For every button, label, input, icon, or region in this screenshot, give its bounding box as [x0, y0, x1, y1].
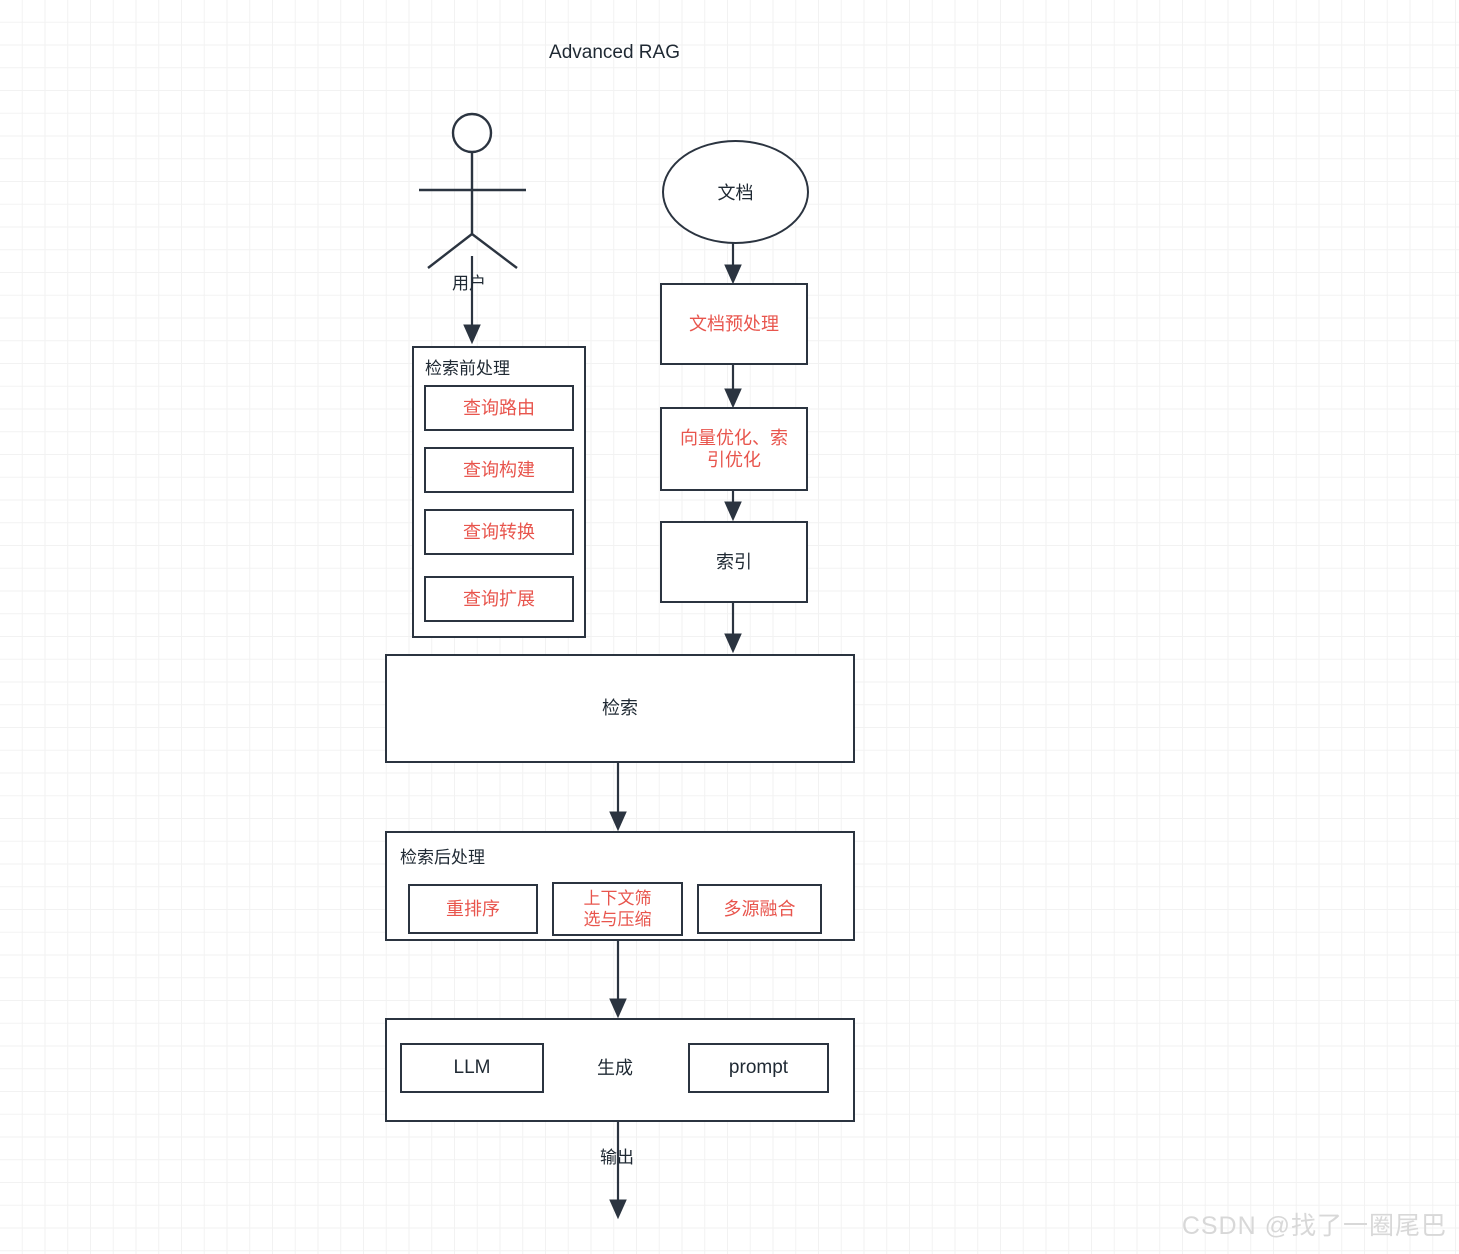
post-retrieval-step-label-line2: 选与压缩	[583, 910, 652, 929]
pre-retrieval-step-query-construction[interactable]: 查询构建	[424, 447, 574, 493]
pre-retrieval-step-query-transformation[interactable]: 查询转换	[424, 509, 574, 555]
indexing-step-label: 文档预处理	[689, 313, 779, 334]
post-retrieval-step-reranking[interactable]: 重排序	[408, 884, 538, 934]
indexing-step-document-preprocessing[interactable]: 文档预处理	[660, 283, 808, 365]
generation-label: 生成	[597, 1058, 633, 1078]
retrieval-node[interactable]: 检索	[385, 654, 855, 763]
indexing-step-label-line2: 引优化	[707, 450, 761, 470]
indexing-step-index[interactable]: 索引	[660, 521, 808, 603]
post-retrieval-title: 检索后处理	[400, 848, 485, 867]
document-node[interactable]: 文档	[662, 140, 809, 244]
pre-retrieval-step-label: 查询路由	[463, 397, 535, 418]
generation-llm-box[interactable]: LLM	[400, 1043, 544, 1093]
output-label: 输出	[600, 1148, 634, 1167]
pre-retrieval-step-label: 查询扩展	[463, 588, 535, 609]
user-stick-figure-icon	[419, 112, 526, 269]
pre-retrieval-title: 检索前处理	[425, 359, 510, 378]
pre-retrieval-step-query-expansion[interactable]: 查询扩展	[424, 576, 574, 622]
csdn-watermark: CSDN @找了一圈尾巴	[1181, 1212, 1447, 1240]
generation-prompt-label: prompt	[728, 1057, 789, 1079]
pre-retrieval-step-query-routing[interactable]: 查询路由	[424, 385, 574, 431]
post-retrieval-step-label: 重排序	[446, 898, 500, 919]
post-retrieval-step-multi-source-fusion[interactable]: 多源融合	[697, 884, 822, 934]
indexing-step-label: 索引	[716, 551, 752, 572]
post-retrieval-step-label: 多源融合	[723, 898, 796, 919]
indexing-step-label-line1: 向量优化、索	[680, 427, 788, 448]
generation-prompt-box[interactable]: prompt	[688, 1043, 829, 1093]
diagram-title: Advanced RAG	[549, 42, 680, 63]
pre-retrieval-step-label: 查询构建	[463, 459, 535, 480]
generation-llm-label: LLM	[453, 1057, 491, 1079]
indexing-step-vector-index-optimization[interactable]: 向量优化、索 引优化	[660, 407, 808, 491]
retrieval-node-label: 检索	[602, 698, 638, 719]
actor-label: 用户	[452, 274, 486, 293]
pre-retrieval-step-label: 查询转换	[463, 521, 535, 542]
post-retrieval-step-context-filter-compress[interactable]: 上下文筛 选与压缩	[552, 882, 683, 936]
document-node-label: 文档	[717, 183, 754, 203]
post-retrieval-step-label-line1: 上下文筛	[583, 888, 652, 908]
